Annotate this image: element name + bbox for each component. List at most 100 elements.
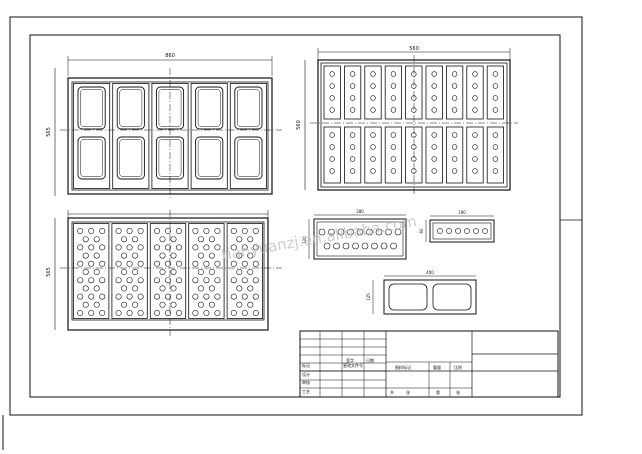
compartment-hole: [390, 83, 397, 89]
tb-cell-text: 审核: [302, 379, 310, 385]
tray-outline: [313, 218, 407, 260]
perforation-hole: [170, 252, 177, 259]
dim-side-label: 60: [419, 228, 424, 234]
perforation-hole: [137, 228, 144, 235]
perforation-hole: [126, 277, 133, 284]
perforation-hole: [88, 277, 95, 284]
tray-hole: [352, 242, 359, 250]
perforation-hole: [115, 309, 122, 316]
perforation-hole: [192, 309, 199, 316]
inner-border: [29, 34, 561, 398]
perforation-hole: [121, 285, 128, 292]
perforation-hole: [208, 252, 215, 259]
tb-cell-text: 张: [456, 389, 460, 395]
perforation-hole: [99, 277, 106, 284]
compartment-hole: [329, 156, 335, 162]
compartment-hole: [472, 95, 478, 101]
pan-compartment: [486, 126, 505, 184]
compartment-hole: [431, 168, 437, 174]
perforation-hole: [154, 228, 161, 235]
perforation-hole: [121, 301, 128, 308]
tray-hole: [464, 228, 470, 234]
perforation-hole: [236, 268, 243, 275]
compartment-hole: [472, 83, 478, 89]
tb-cell-text: 第: [436, 389, 440, 395]
perforation-hole: [230, 277, 237, 284]
tray-hole: [366, 228, 373, 236]
pan-bay: [229, 83, 267, 189]
compartment-hole: [329, 95, 335, 101]
pan-well-inner: [237, 89, 260, 127]
compartment-hole: [349, 132, 356, 138]
perforation-hole: [170, 301, 177, 308]
pan-compartment: [425, 126, 443, 184]
perforation-hole: [230, 260, 237, 267]
view-bottom-left: 565: [46, 210, 282, 336]
perforation-hole: [165, 293, 172, 300]
tray-hole: [356, 228, 364, 236]
compartment-hole: [329, 71, 335, 77]
compartment-hole: [411, 95, 417, 101]
perforation-hole: [192, 244, 199, 251]
pan-compartment: [425, 65, 443, 120]
perforation-hole: [241, 309, 248, 316]
perforation-hole: [115, 293, 122, 300]
perforation-hole: [77, 244, 84, 251]
perforation-hole: [236, 285, 243, 292]
compartment-hole: [492, 83, 499, 89]
pan-grid: [73, 83, 267, 189]
perforation-hole: [230, 244, 237, 251]
perforated-pan: [149, 223, 187, 319]
compartment-hole: [492, 107, 499, 113]
pan-compartment: [384, 65, 403, 120]
tray-hole: [323, 242, 331, 250]
compartment-hole: [349, 168, 356, 174]
perforated-pan: [111, 223, 148, 319]
pan-compartment: [486, 65, 505, 120]
pan-well-inner: [80, 139, 103, 177]
pan-compartment: [364, 65, 382, 120]
perforation-hole: [214, 309, 221, 316]
perforation-hole: [93, 268, 100, 275]
compartment-hole: [411, 83, 417, 89]
dim-width-label: 560: [409, 46, 419, 52]
compartment-hole: [492, 71, 499, 77]
perforation-hole: [170, 236, 177, 243]
perforation-hole: [159, 301, 166, 308]
perforation-hole: [230, 309, 237, 316]
perforation-hole: [197, 252, 204, 259]
compartment-hole: [411, 71, 417, 77]
compartment-hole: [492, 168, 499, 174]
perforation-hole: [137, 244, 144, 251]
perforation-hole: [82, 252, 89, 259]
pan-compartment: [445, 65, 464, 120]
compartment-hole: [451, 71, 458, 77]
tb-cell-text: 更改文件号: [343, 362, 363, 368]
perforation-hole: [214, 244, 221, 251]
perforation-hole: [126, 228, 133, 235]
pan-compartment: [343, 65, 362, 120]
pan-compartment: [384, 126, 403, 184]
perforation-hole: [88, 260, 95, 267]
perforation-hole: [247, 285, 254, 292]
compartment-hole: [390, 156, 397, 162]
tray-hole: [375, 228, 383, 236]
compartment-hole: [329, 168, 335, 174]
perforation-hole: [252, 277, 259, 284]
perforation-hole: [197, 285, 204, 292]
compartment-hole: [431, 95, 437, 101]
view-top-left: 860 565: [46, 53, 282, 200]
compartment-hole: [451, 132, 458, 138]
compartment-hole: [349, 156, 356, 162]
compartment-hole: [411, 132, 417, 138]
perforation-hole: [247, 252, 254, 259]
compartment-right: [432, 283, 472, 311]
compartment-hole: [472, 132, 478, 138]
compartment-hole: [390, 95, 397, 101]
perforation-hole: [82, 301, 89, 308]
pan-bay: [112, 83, 150, 189]
compartment-hole: [349, 107, 356, 113]
pan-well-inner: [80, 89, 103, 127]
